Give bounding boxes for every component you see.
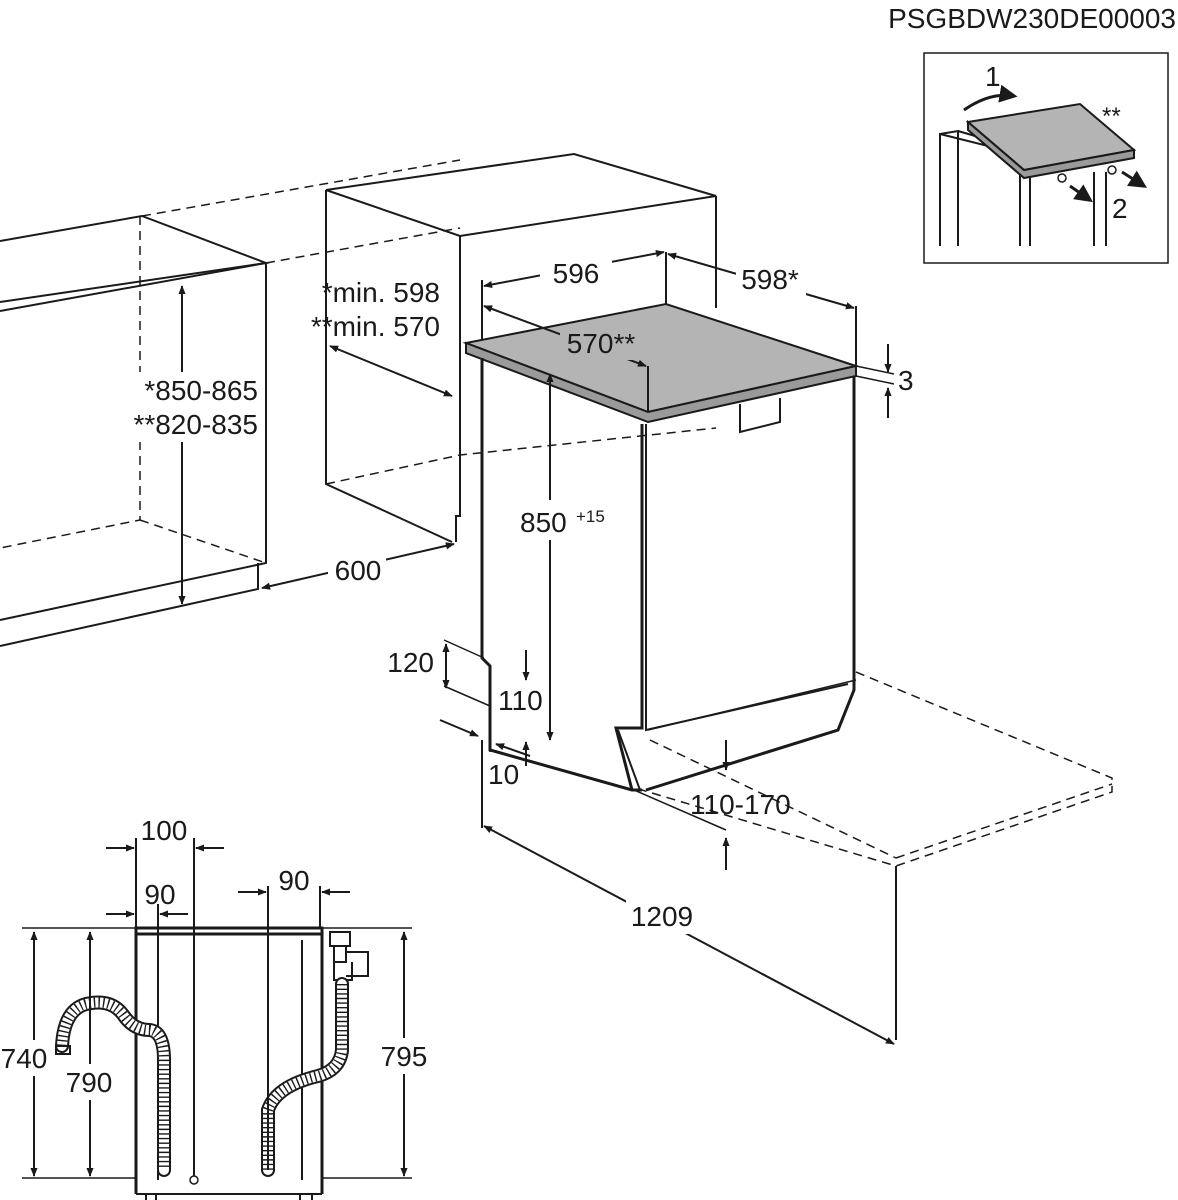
floor-outline	[641, 671, 1113, 1040]
dim-niche-width-600: 600	[335, 555, 382, 586]
dim-niche-min-598: *min. 598	[322, 277, 440, 308]
dim-10: 10	[488, 759, 519, 790]
dim-width-596: 596	[553, 258, 600, 289]
back-dim-790: 790	[66, 1067, 113, 1098]
back-dim-795: 795	[381, 1041, 428, 1072]
dim-120: 120	[387, 647, 434, 678]
back-dim-90-left: 90	[144, 879, 175, 910]
back-dim-740: 740	[1, 1043, 48, 1074]
dishwasher-body	[462, 302, 860, 792]
niche-frame	[325, 152, 717, 543]
rear-view	[55, 926, 369, 1200]
step-1-label: 1	[985, 61, 1001, 92]
dim-depth-598: 598*	[741, 264, 799, 295]
top-removal-inset: 1 2 **	[923, 52, 1169, 264]
dim-height-850-tolerance: +15	[576, 507, 605, 526]
dim-niche-min-570: **min. 570	[311, 311, 440, 342]
dim-height-850: 850	[520, 507, 567, 538]
dim-top-offset-3: 3	[898, 365, 914, 396]
dim-110: 110	[498, 685, 543, 716]
dim-depth-570: 570**	[567, 328, 636, 359]
dim-niche-height-850-865: *850-865	[144, 375, 258, 406]
dim-niche-height-820-835: **820-835	[133, 409, 258, 440]
inset-footnote-mark: **	[1102, 103, 1121, 130]
dim-door-open-1209: 1209	[631, 901, 693, 932]
back-dim-100: 100	[141, 815, 188, 846]
document-code: PSGBDW230DE00003	[888, 3, 1176, 34]
dim-foot-110-170: 110-170	[690, 789, 791, 820]
back-dim-90-right: 90	[278, 865, 309, 896]
step-2-label: 2	[1112, 193, 1128, 224]
